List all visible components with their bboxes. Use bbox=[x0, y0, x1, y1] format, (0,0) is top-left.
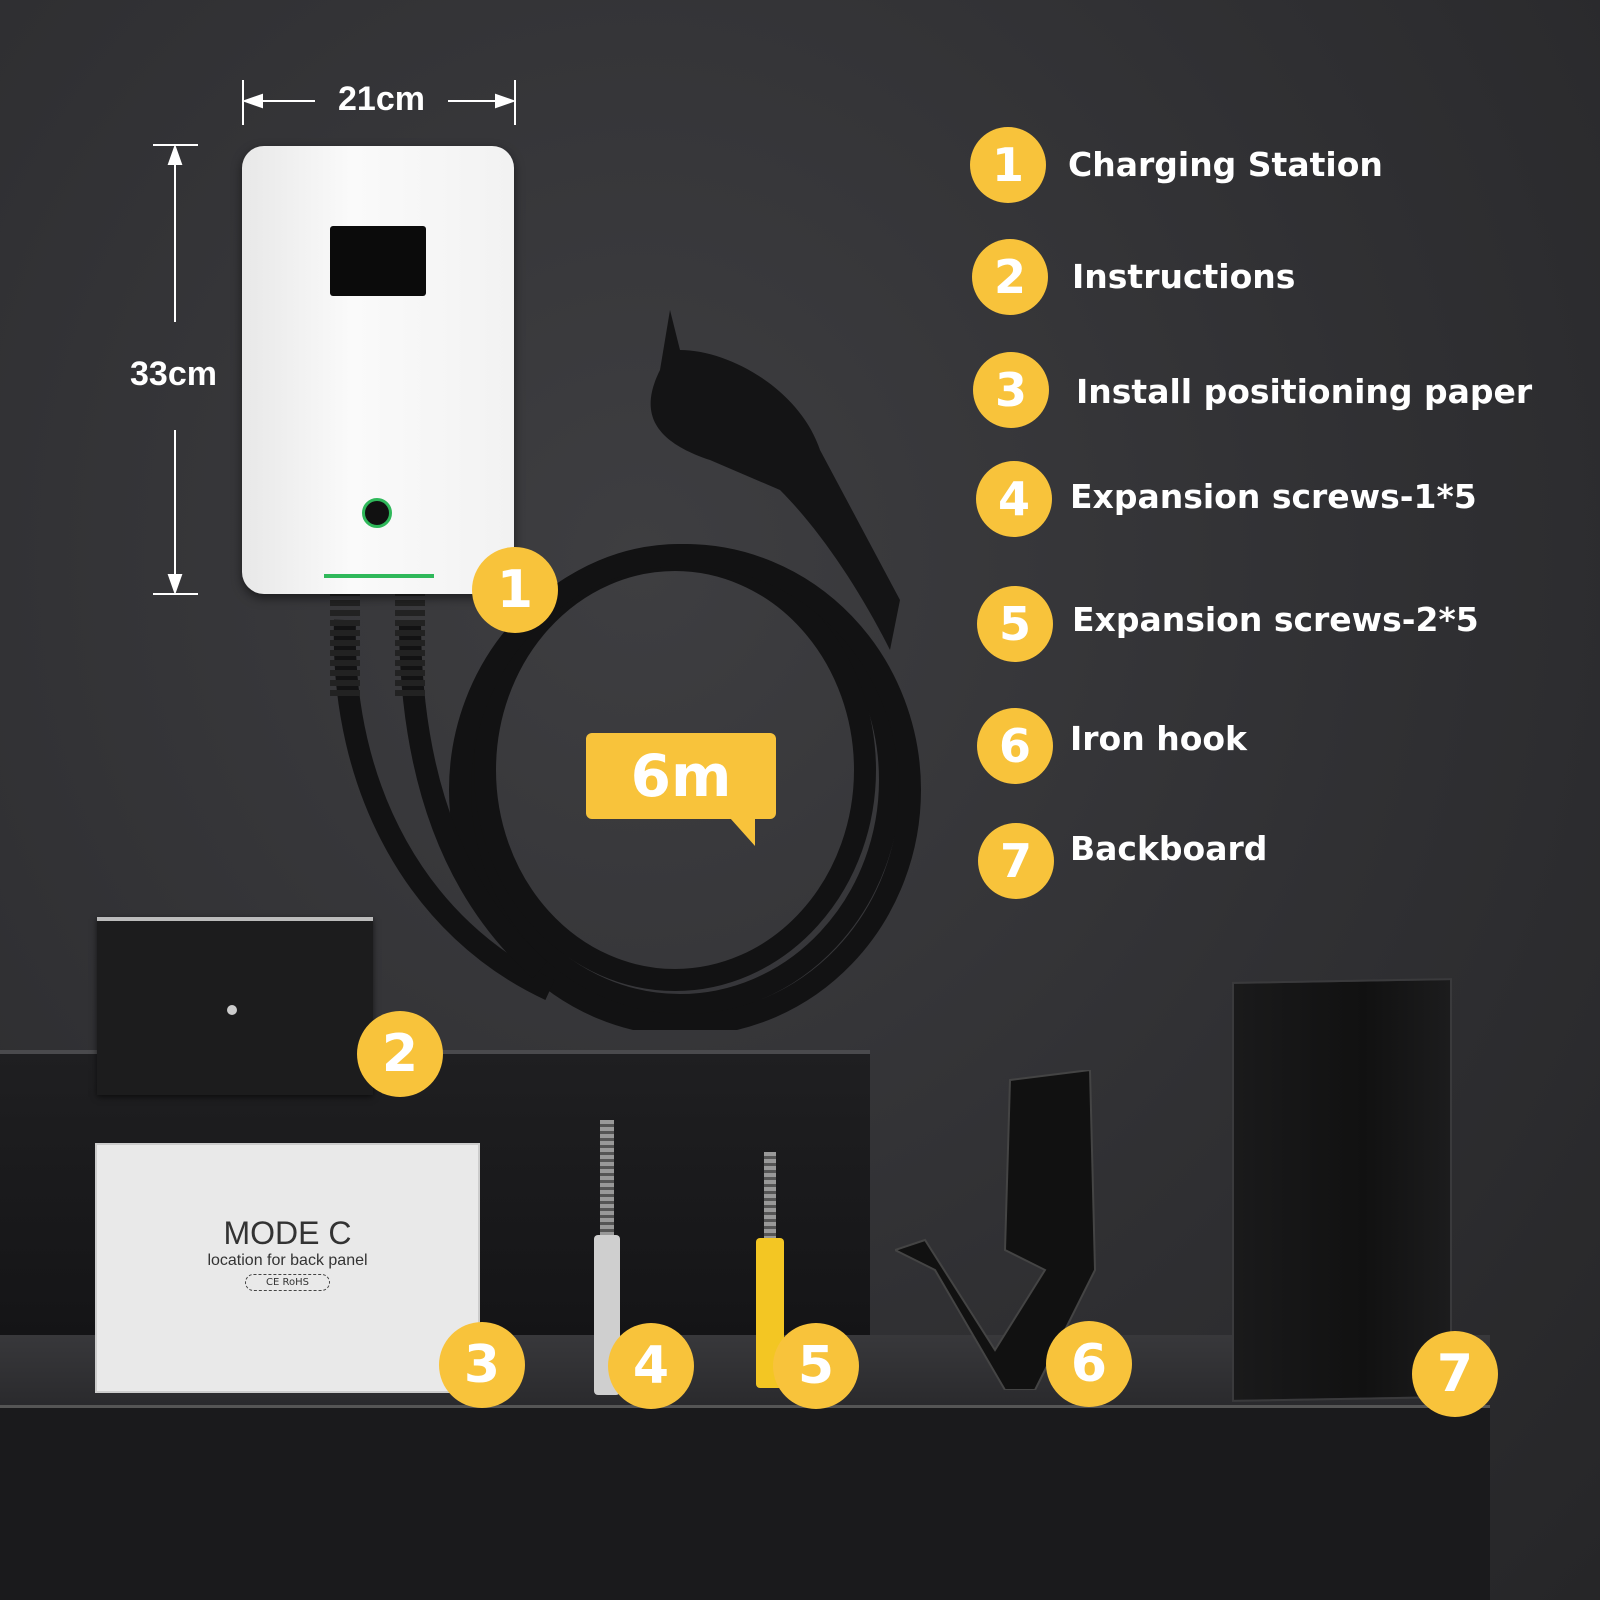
legend-badge-3: 3 bbox=[973, 352, 1049, 428]
iron-hook bbox=[895, 1070, 1097, 1390]
display-screen bbox=[330, 226, 426, 296]
legend-label-6: Iron hook bbox=[1070, 719, 1247, 758]
legend-badge-4: 4 bbox=[976, 461, 1052, 537]
legend-badge-5: 5 bbox=[977, 586, 1053, 662]
badge-charging-station: 1 bbox=[472, 547, 558, 633]
paper-cert-marks: CE RoHS bbox=[245, 1274, 330, 1291]
legend-badge-6: 6 bbox=[977, 708, 1053, 784]
badge-instructions: 2 bbox=[357, 1011, 443, 1097]
cable-length-label: 6m bbox=[630, 742, 732, 810]
legend-label-1: Charging Station bbox=[1068, 145, 1383, 184]
paper-title: MODE C bbox=[223, 1215, 352, 1251]
badge-backboard: 7 bbox=[1412, 1331, 1498, 1417]
legend-badge-1: 1 bbox=[970, 127, 1046, 203]
height-dimension: 33cm bbox=[130, 355, 217, 393]
badge-iron-hook: 6 bbox=[1046, 1321, 1132, 1407]
connector-plug-icon bbox=[650, 310, 900, 650]
positioning-paper: MODE C location for back panel CE RoHS bbox=[95, 1143, 480, 1393]
legend-badge-7: 7 bbox=[978, 823, 1054, 899]
dimension-arrows bbox=[153, 80, 517, 596]
badge-screws-1: 4 bbox=[608, 1323, 694, 1409]
backboard bbox=[1232, 978, 1452, 1402]
status-led-icon bbox=[362, 498, 392, 528]
legend-label-3: Install positioning paper bbox=[1076, 372, 1533, 411]
legend-label-5: Expansion screws-2*5 bbox=[1072, 600, 1479, 639]
legend-label-2: Instructions bbox=[1072, 257, 1296, 296]
green-light-strip bbox=[324, 574, 434, 578]
bubble-tail bbox=[730, 818, 755, 846]
expansion-screw-2 bbox=[764, 1152, 776, 1242]
legend-label-7: Backboard bbox=[1070, 829, 1268, 868]
legend-label-4: Expansion screws-1*5 bbox=[1070, 477, 1477, 516]
cable-length-bubble: 6m bbox=[586, 733, 776, 819]
charging-cable bbox=[330, 310, 921, 1030]
paper-subtitle: location for back panel bbox=[207, 1252, 368, 1269]
badge-positioning-paper: 3 bbox=[439, 1322, 525, 1408]
badge-screws-2: 5 bbox=[773, 1323, 859, 1409]
width-dimension: 21cm bbox=[338, 80, 425, 118]
shelf-front bbox=[0, 1405, 1490, 1600]
instructions-booklet bbox=[97, 917, 373, 1095]
legend-badge-2: 2 bbox=[972, 239, 1048, 315]
charging-station bbox=[242, 146, 514, 594]
expansion-screw-1 bbox=[600, 1120, 614, 1240]
